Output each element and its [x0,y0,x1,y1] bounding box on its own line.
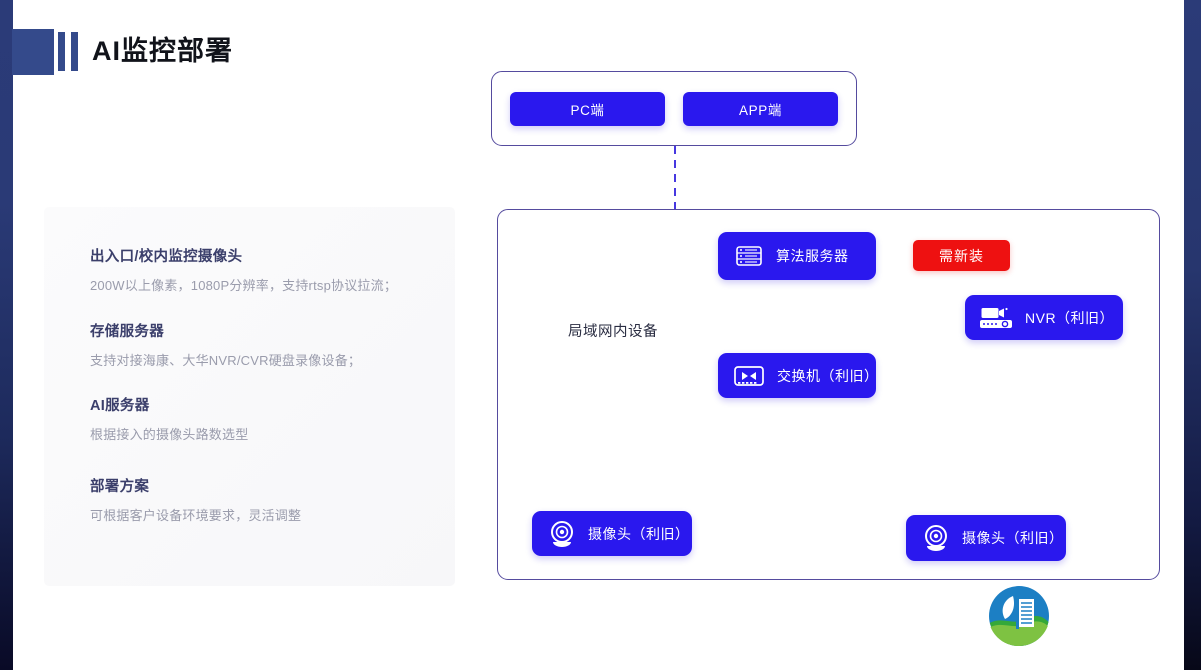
info-item-desc: 可根据客户设备环境要求，灵活调整 [90,507,302,523]
info-item-title: 存储服务器 [90,323,164,340]
title-accent-tab [12,29,54,75]
node-label: 交换机（利旧） [777,367,879,384]
dome-camera-icon [922,524,950,552]
book-leaf-logo-icon [989,586,1049,646]
info-item-desc: 支持对接海康、大华NVR/CVR硬盘录像设备； [90,352,362,368]
node-algorithm-server[interactable]: 算法服务器 [718,232,876,280]
server-icon [736,246,762,266]
list-item: 存储服务器 支持对接海康、大华NVR/CVR硬盘录像设备； [90,320,440,370]
app-client-button[interactable]: APP端 [683,91,838,126]
node-camera-right[interactable]: 摄像头（利旧） [906,515,1066,561]
info-list: 出入口/校内监控摄像头 200W以上像素，1080P分辨率，支持rtsp协议拉流… [90,245,440,524]
node-nvr[interactable]: NVR（利旧） [965,295,1123,340]
client-terminal-group: PC端 APP端 [491,71,857,146]
lan-group-label: 局域网内设备 [568,324,658,340]
info-card: 出入口/校内监控摄像头 200W以上像素，1080P分辨率，支持rtsp协议拉流… [44,207,455,586]
info-item-desc: 根据接入的摄像头路数选型 [90,427,249,443]
brand-logo [988,585,1050,652]
network-switch-icon [734,364,764,388]
list-item: AI服务器 根据接入的摄像头路数选型 [90,394,440,444]
info-item-title: 部署方案 [90,478,150,495]
info-item-desc: 200W以上像素，1080P分辨率，支持rtsp协议拉流； [90,278,398,293]
node-camera-left[interactable]: 摄像头（利旧） [532,511,692,556]
info-item-title: AI服务器 [90,398,150,415]
node-label: NVR（利旧） [1025,309,1115,326]
dome-camera-icon [548,520,576,548]
node-label: 摄像头（利旧） [962,530,1064,546]
node-network-switch[interactable]: 交换机（利旧） [718,353,879,398]
pc-client-button[interactable]: PC端 [510,91,665,126]
page-title: AI监控部署 [92,36,233,66]
node-label: 算法服务器 [776,248,849,264]
right-edge-bar [1184,0,1201,670]
node-label: 摄像头（利旧） [588,525,690,542]
nvr-recorder-icon [979,306,1013,330]
list-item: 出入口/校内监控摄像头 200W以上像素，1080P分辨率，支持rtsp协议拉流… [90,245,440,295]
list-item: 部署方案 可根据客户设备环境要求，灵活调整 [90,475,440,525]
status-badge-new-install: 需新装 [913,240,1010,271]
header-accent-bars-icon [58,32,78,71]
left-edge-bar [0,0,13,670]
page-header: AI监控部署 [58,32,233,71]
info-item-title: 出入口/校内监控摄像头 [90,249,243,265]
